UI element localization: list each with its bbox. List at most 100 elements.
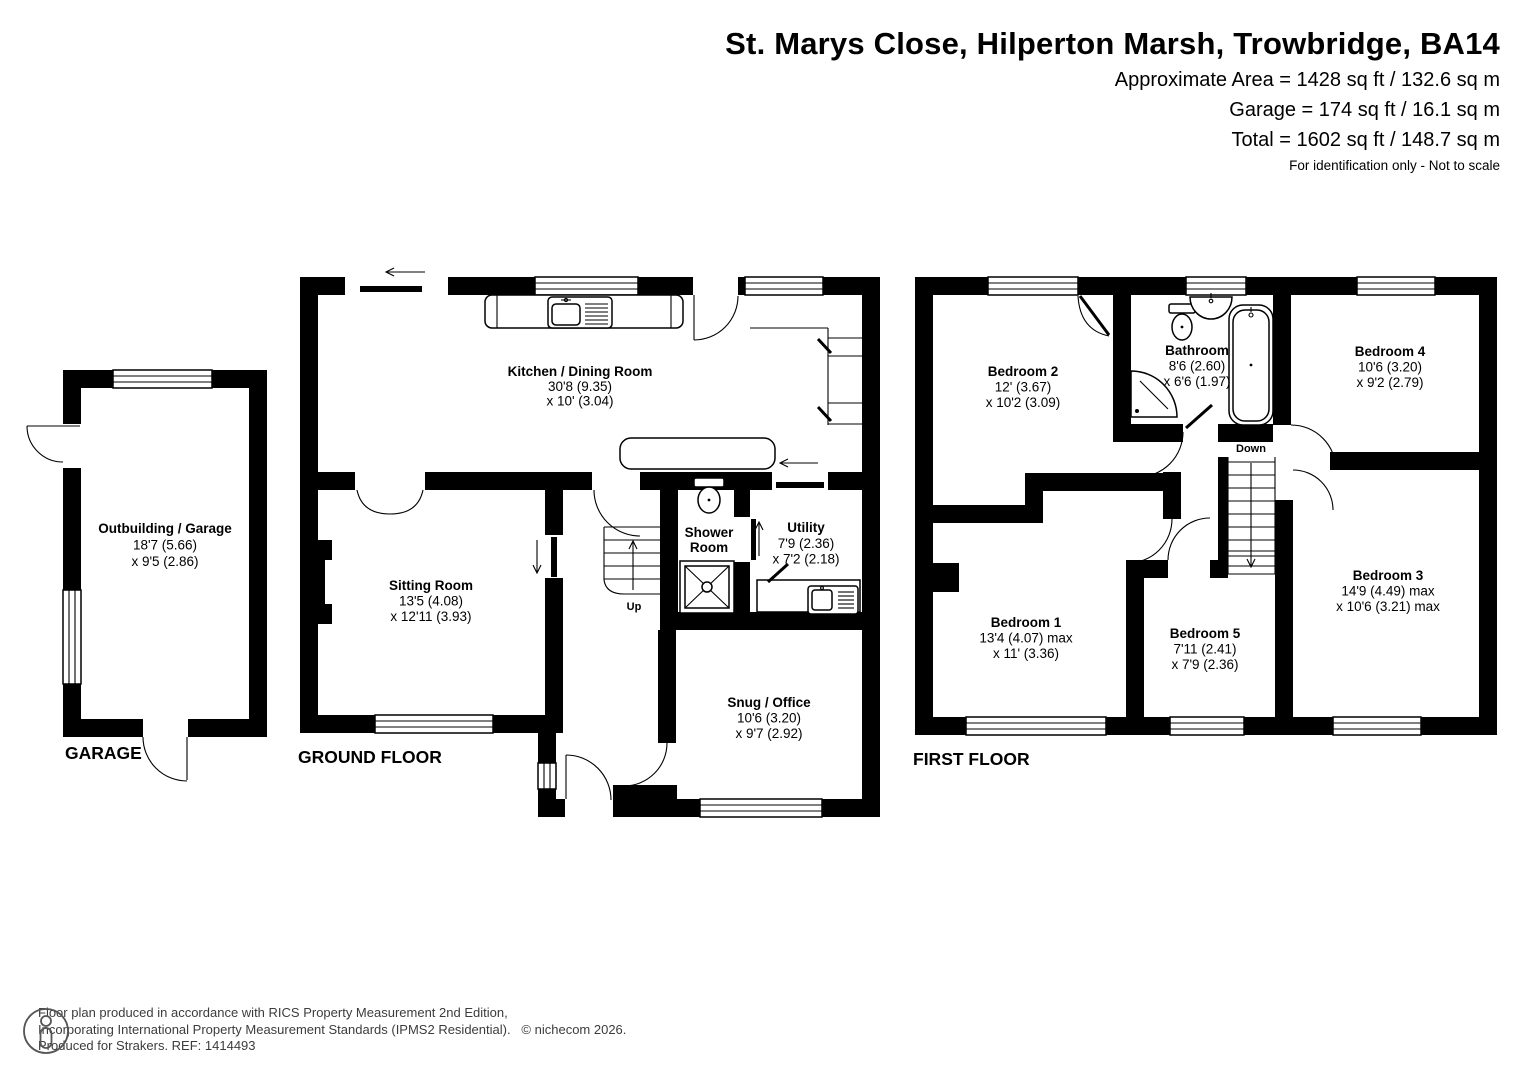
bedroom5-label: Bedroom 5 7'11 (2.41) x 7'9 (2.36) — [1170, 626, 1241, 672]
room-dim: 7'9 (2.36) — [778, 536, 835, 551]
footer: Floor plan produced in accordance with R… — [22, 1005, 626, 1055]
garage-left-window — [62, 589, 82, 685]
room-dim: 10'6 (3.20) — [1358, 360, 1422, 375]
bedroom3-window — [1332, 716, 1422, 736]
kitchen-back-door — [693, 277, 739, 341]
room-dim: x 11' (3.36) — [993, 646, 1059, 661]
bedroom4-door — [1290, 424, 1337, 471]
bedroom2-label: Bedroom 2 12' (3.67) x 10'2 (3.09) — [986, 364, 1061, 410]
arrow-down-icon — [532, 564, 542, 575]
room-name: Bedroom 3 — [1353, 568, 1424, 583]
garage-area: Garage = 174 sq ft / 16.1 sq m — [1229, 99, 1500, 121]
total-area: Total = 1602 sq ft / 148.7 sq m — [1231, 129, 1501, 151]
toilet-icon — [693, 477, 725, 514]
room-name: Snug / Office — [727, 695, 811, 710]
footer-text: Floor plan produced in accordance with R… — [38, 1005, 626, 1055]
arrow-left-icon — [778, 458, 789, 468]
garage-room-label: Outbuilding / Garage 18'7 (5.66) x 9'5 (… — [98, 521, 232, 569]
stairs-up: Up — [603, 526, 660, 613]
bedroom1-door — [1127, 518, 1173, 564]
stairs-down-label: Down — [1236, 443, 1266, 455]
room-dim: x 10'2 (3.09) — [986, 395, 1061, 410]
bedroom2-window — [987, 276, 1079, 296]
bathroom-door — [1137, 403, 1213, 478]
room-dim: x 7'9 (2.36) — [1171, 657, 1238, 672]
room-name: Room — [690, 540, 728, 555]
first-walls — [915, 277, 1497, 735]
dining-window — [744, 276, 824, 296]
kitchen-cupboards — [750, 327, 862, 425]
room-dim: x 12'11 (3.93) — [390, 609, 471, 624]
room-dim: x 9'5 (2.86) — [131, 554, 198, 569]
footer-line3: Produced for Strakers. REF: 1414493 — [38, 1038, 256, 1053]
kitchen-peninsula — [619, 437, 776, 470]
arrow-up-icon — [628, 539, 638, 550]
utility-counter — [756, 562, 861, 615]
room-dim: x 9'7 (2.92) — [735, 726, 802, 741]
shower-room-sliding-door — [751, 519, 764, 560]
room-name: Shower — [685, 525, 735, 540]
bedroom3-door — [1292, 469, 1334, 511]
garage-top-window — [112, 369, 213, 389]
room-dim: 18'7 (5.66) — [133, 538, 197, 553]
bathroom-label: Bathroom 8'6 (2.60) x 6'6 (1.97) — [1163, 343, 1230, 389]
copyright: © nichecom 2026. — [521, 1021, 627, 1037]
room-name: Bedroom 5 — [1170, 626, 1241, 641]
room-dim: 7'11 (2.41) — [1173, 642, 1236, 657]
room-dim: 30'8 (9.35) — [548, 379, 612, 394]
approximate-area: Approximate Area = 1428 sq ft / 132.6 sq… — [1114, 69, 1500, 91]
utility-label: Utility 7'9 (2.36) x 7'2 (2.18) — [772, 520, 839, 567]
snug-door — [623, 742, 668, 787]
room-dim: 13'4 (4.07) max — [979, 631, 1073, 646]
kitchen-label: Kitchen / Dining Room 30'8 (9.35) x 10' … — [508, 364, 653, 409]
bedroom1-window — [965, 716, 1107, 736]
sitting-label: Sitting Room 13'5 (4.08) x 12'11 (3.93) — [389, 578, 473, 624]
room-name: Kitchen / Dining Room — [508, 364, 653, 379]
arrow-down-icon — [1246, 558, 1256, 569]
kitchen-hall-door — [592, 472, 641, 537]
room-name: Bedroom 2 — [988, 364, 1059, 379]
bedroom4-label: Bedroom 4 10'6 (3.20) x 9'2 (2.79) — [1355, 344, 1426, 390]
utility-sliding-door — [772, 458, 828, 490]
footer-line1: Floor plan produced in accordance with R… — [38, 1005, 508, 1020]
bedroom5-door — [1167, 517, 1211, 561]
bedroom1-label: Bedroom 1 13'4 (4.07) max x 11' (3.36) — [979, 615, 1073, 661]
header: St. Marys Close, Hilperton Marsh, Trowbr… — [400, 0, 1500, 173]
room-name: Sitting Room — [389, 578, 473, 593]
hall-side-window — [537, 762, 557, 790]
room-dim: x 10' (3.04) — [546, 394, 613, 409]
disclaimer: For identification only - Not to scale — [1289, 158, 1500, 173]
front-door — [565, 754, 613, 817]
shower-tray-icon — [679, 560, 735, 614]
stairs-up-label: Up — [627, 601, 642, 613]
room-dim: 8'6 (2.60) — [1169, 359, 1226, 374]
shower-room-label: Shower Room — [685, 525, 735, 555]
snug-window — [699, 798, 823, 818]
drainer-icon — [585, 303, 608, 325]
sitting-window — [374, 714, 494, 734]
drainer-icon — [838, 591, 854, 609]
corner-shower-icon — [1130, 370, 1178, 418]
room-name: Utility — [787, 520, 825, 535]
bedroom4-window — [1356, 276, 1436, 296]
basin-icon — [1189, 293, 1233, 320]
sitting-pocket-door — [532, 535, 563, 578]
arrow-up-icon — [754, 520, 764, 531]
person-icon — [23, 1008, 69, 1054]
kitchen-sink — [547, 296, 613, 329]
room-name: Bedroom 1 — [991, 615, 1062, 630]
patio-sliding-door — [345, 267, 448, 295]
room-dim: x 10'6 (3.21) max — [1336, 599, 1440, 614]
garage-rear-door — [142, 719, 188, 782]
bedroom2-door — [1077, 295, 1111, 337]
room-dim: x 6'6 (1.97) — [1163, 374, 1230, 389]
garage-plan: Outbuilding / Garage 18'7 (5.66) x 9'5 (… — [26, 369, 267, 782]
kitchen-window — [534, 276, 639, 296]
room-name: Bedroom 4 — [1355, 344, 1426, 359]
ground-floor-label: GROUND FLOOR — [298, 747, 442, 767]
toilet-icon — [1168, 303, 1196, 341]
bathroom-window — [1185, 276, 1247, 296]
room-dim: 10'6 (3.20) — [737, 711, 801, 726]
